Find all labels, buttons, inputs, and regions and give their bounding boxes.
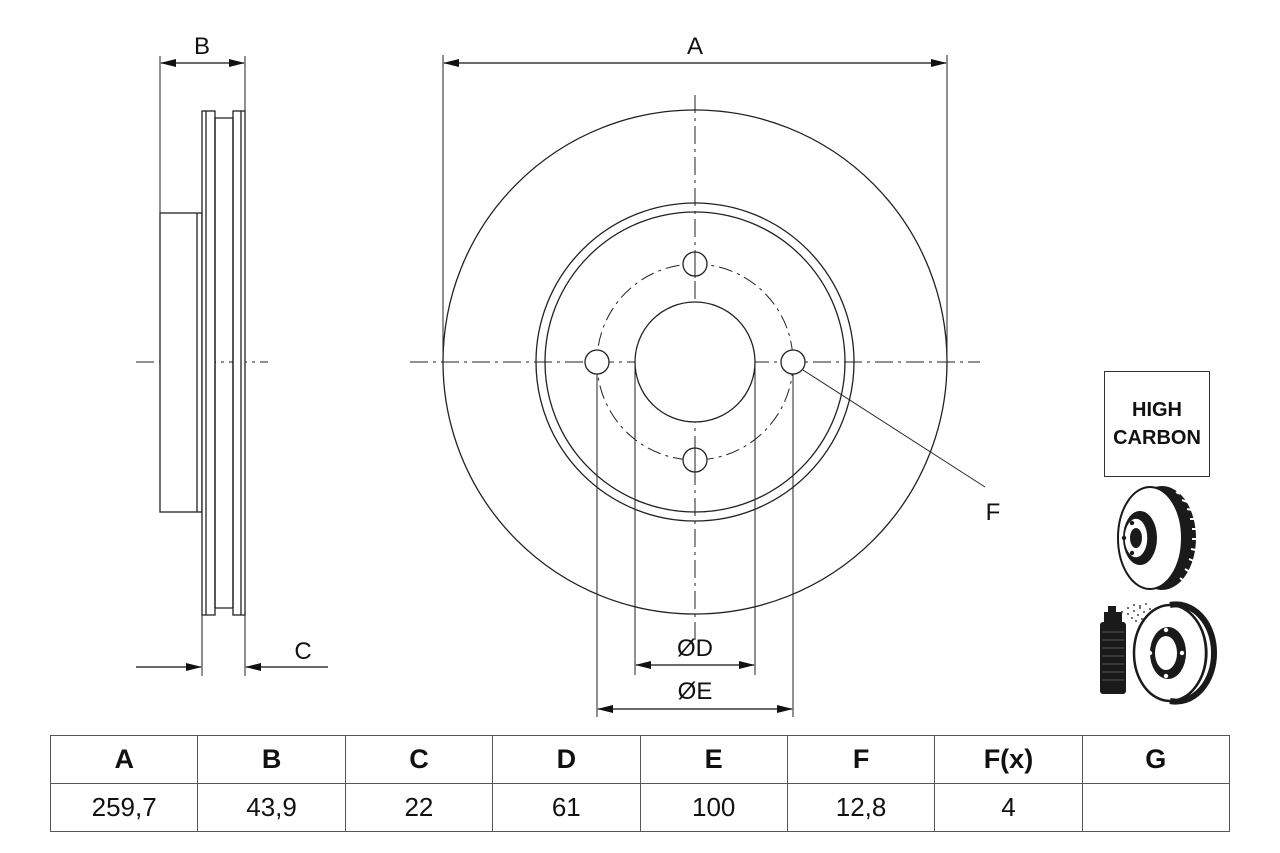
header-b: B — [197, 735, 346, 784]
spec-table: A B C D E F F(x) G 259,7 43,9 22 61 100 … — [49, 735, 1231, 832]
label-b: B — [194, 33, 210, 60]
high-carbon-badge: HIGH CARBON — [1104, 371, 1210, 477]
label-d: ØD — [677, 635, 713, 662]
value-a: 259,7 — [49, 783, 199, 832]
dimension-a: A — [443, 33, 947, 67]
high-carbon-line1: HIGH — [1132, 399, 1182, 421]
label-f: F — [986, 499, 1001, 526]
bolt-hole-right — [780, 349, 806, 375]
dimension-d: ØD — [635, 635, 755, 669]
spray-coating-icon — [1100, 601, 1218, 705]
dimension-b: B — [160, 33, 245, 67]
header-fx: F(x) — [934, 735, 1083, 784]
bolt-hole-left — [584, 349, 610, 375]
label-c: C — [294, 638, 311, 665]
value-f: 12,8 — [786, 783, 936, 832]
spec-table-header-row: A B C D E F F(x) G — [49, 735, 1231, 784]
high-carbon-line2: CARBON — [1113, 427, 1201, 449]
header-e: E — [639, 735, 788, 784]
label-e: ØE — [678, 678, 713, 705]
header-g: G — [1081, 735, 1231, 784]
dimension-c: C — [136, 638, 328, 671]
dimension-e: ØE — [597, 678, 793, 713]
value-b: 43,9 — [197, 783, 346, 832]
header-d: D — [492, 735, 641, 784]
value-g — [1081, 783, 1231, 832]
value-fx: 4 — [934, 783, 1083, 832]
header-c: C — [344, 735, 494, 784]
header-f: F — [786, 735, 936, 784]
label-a: A — [687, 33, 703, 60]
front-view — [410, 55, 986, 717]
side-view — [136, 56, 268, 676]
ventilated-disc-icon — [1117, 486, 1197, 590]
value-c: 22 — [344, 783, 494, 832]
spec-table-value-row: 259,7 43,9 22 61 100 12,8 4 — [49, 783, 1231, 832]
value-e: 100 — [639, 783, 788, 832]
value-d: 61 — [492, 783, 641, 832]
header-a: A — [49, 735, 199, 784]
